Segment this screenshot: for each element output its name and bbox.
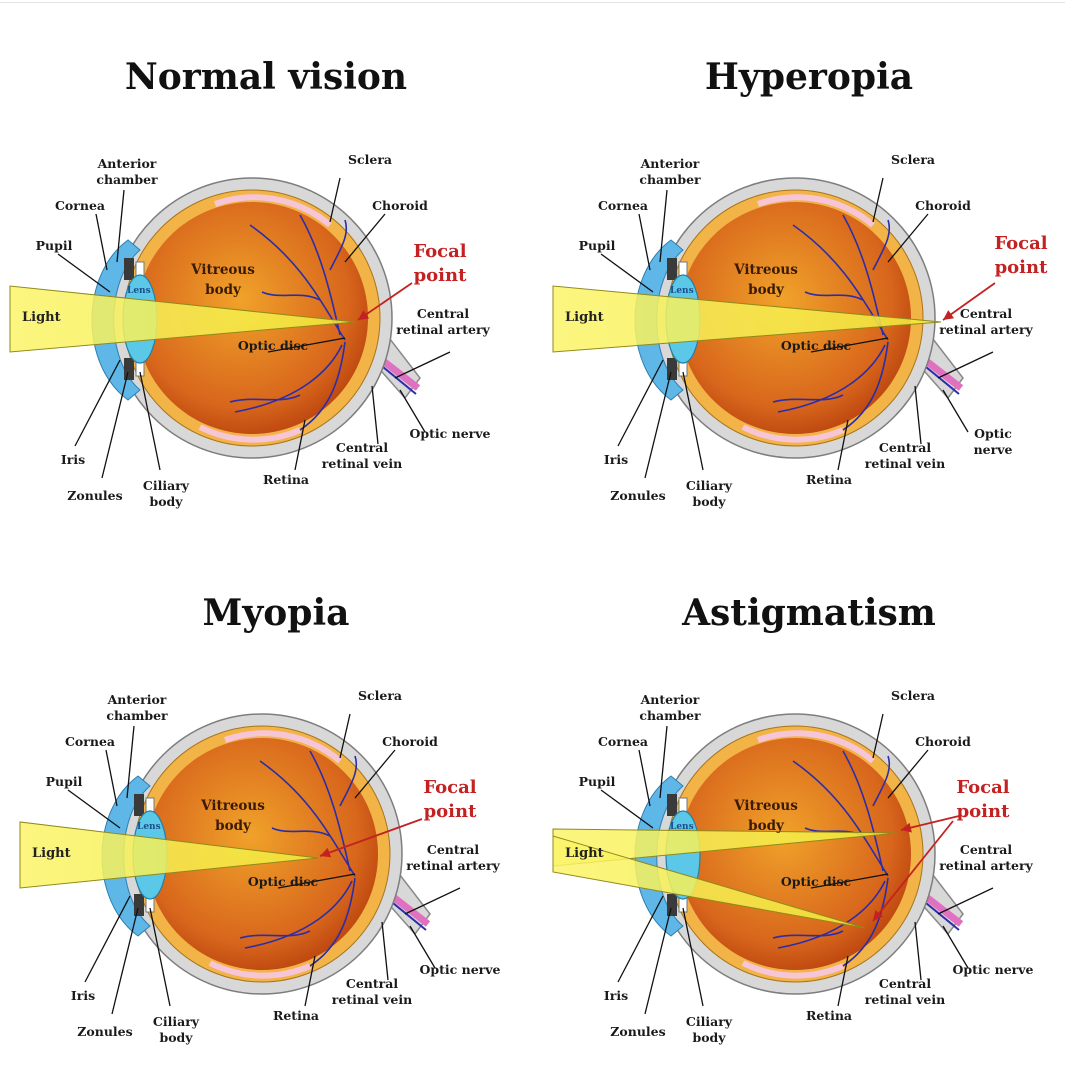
label-central-retinal-artery: Central retinal artery <box>939 306 1033 337</box>
label-anterior-chamber: Anterior chamber <box>96 156 158 187</box>
label-iris: Iris <box>603 452 629 467</box>
label-vitreous-body: Vitreous body <box>734 262 798 298</box>
label-pupil: Pupil <box>578 238 616 253</box>
label-central-retinal-vein: Central retinal vein <box>864 440 946 471</box>
label-optic-disc: Optic disc <box>237 338 309 353</box>
label-optic-disc: Optic disc <box>780 338 852 353</box>
light-beam <box>19 821 319 889</box>
label-central-retinal-vein: Central retinal vein <box>864 976 946 1007</box>
label-retina: Retina <box>805 1008 853 1023</box>
label-anterior-chamber: Anterior chamber <box>639 692 701 723</box>
label-choroid: Choroid <box>915 734 971 749</box>
label-central-retinal-artery: Central retinal artery <box>406 842 500 873</box>
label-lens: Lens <box>137 822 161 832</box>
label-vitreous-body: Vitreous body <box>201 798 265 834</box>
panel-title: Astigmatism <box>682 592 936 634</box>
label-anterior-chamber: Anterior chamber <box>106 692 168 723</box>
label-cornea: Cornea <box>597 734 648 749</box>
label-ciliary-body: Ciliary body <box>685 1014 733 1045</box>
label-iris: Iris <box>70 988 96 1003</box>
label-lens: Lens <box>127 286 151 296</box>
panel-title: Myopia <box>202 592 350 634</box>
label-focal-point: Focal point <box>994 233 1048 278</box>
label-cornea: Cornea <box>597 198 648 213</box>
panel-title: Normal vision <box>124 56 408 98</box>
label-optic-disc: Optic disc <box>780 874 852 889</box>
label-sclera: Sclera <box>357 688 403 703</box>
label-optic-nerve: Optic nerve <box>409 426 491 441</box>
label-pupil: Pupil <box>35 238 73 253</box>
label-central-retinal-artery: Central retinal artery <box>396 306 490 337</box>
label-optic-nerve: Optic nerve <box>419 962 501 977</box>
label-sclera: Sclera <box>890 152 936 167</box>
label-anterior-chamber: Anterior chamber <box>639 156 701 187</box>
label-light: Light <box>32 846 71 861</box>
light-beam <box>9 285 356 353</box>
eye-diagram <box>9 177 451 479</box>
label-central-retinal-vein: Central retinal vein <box>321 440 403 471</box>
label-lens: Lens <box>670 286 694 296</box>
eye-diagram <box>552 177 996 479</box>
label-choroid: Choroid <box>382 734 438 749</box>
label-central-retinal-vein: Central retinal vein <box>331 976 413 1007</box>
label-focal-point: Focal point <box>423 777 477 822</box>
label-retina: Retina <box>262 472 310 487</box>
label-zonules: Zonules <box>77 1024 133 1039</box>
label-cornea: Cornea <box>54 198 105 213</box>
label-zonules: Zonules <box>610 1024 666 1039</box>
label-zonules: Zonules <box>67 488 123 503</box>
light-beam <box>552 835 866 929</box>
label-light: Light <box>565 310 604 325</box>
label-focal-point: Focal point <box>956 777 1010 822</box>
label-ciliary-body: Ciliary body <box>685 478 733 509</box>
label-central-retinal-artery: Central retinal artery <box>939 842 1033 873</box>
label-vitreous-body: Vitreous body <box>191 262 255 298</box>
label-retina: Retina <box>272 1008 320 1023</box>
label-zonules: Zonules <box>610 488 666 503</box>
label-sclera: Sclera <box>347 152 393 167</box>
label-pupil: Pupil <box>578 774 616 789</box>
light-beam <box>552 285 942 353</box>
label-focal-point: Focal point <box>413 241 467 286</box>
label-optic-nerve: Optic nerve <box>973 426 1013 457</box>
label-lens: Lens <box>670 822 694 832</box>
label-iris: Iris <box>603 988 629 1003</box>
label-retina: Retina <box>805 472 853 487</box>
label-vitreous-body: Vitreous body <box>734 798 798 834</box>
label-light: Light <box>22 310 61 325</box>
label-ciliary-body: Ciliary body <box>142 478 190 509</box>
label-choroid: Choroid <box>372 198 428 213</box>
label-cornea: Cornea <box>64 734 115 749</box>
label-choroid: Choroid <box>915 198 971 213</box>
label-optic-disc: Optic disc <box>247 874 319 889</box>
label-optic-nerve: Optic nerve <box>952 962 1034 977</box>
label-sclera: Sclera <box>890 688 936 703</box>
label-iris: Iris <box>60 452 86 467</box>
eye-diagram <box>552 713 994 1015</box>
label-light: Light <box>565 846 604 861</box>
label-ciliary-body: Ciliary body <box>152 1014 200 1045</box>
top-divider <box>0 2 1065 3</box>
label-pupil: Pupil <box>45 774 83 789</box>
panel-title: Hyperopia <box>704 56 914 98</box>
eye-diagram <box>19 713 461 1015</box>
